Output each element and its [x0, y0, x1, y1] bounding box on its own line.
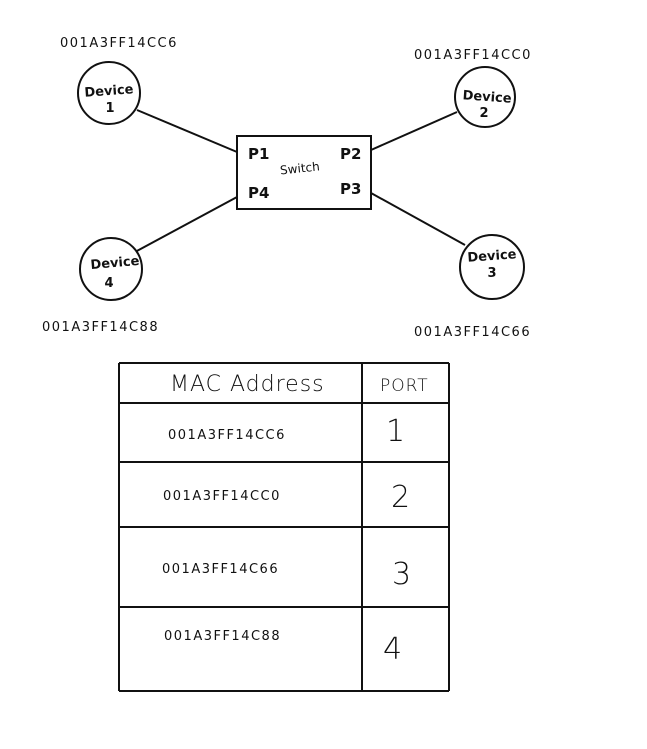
table-row-4-mac: 001A3FF14C88: [164, 629, 281, 644]
device-2-mac: 001A3FF14CC0: [414, 48, 532, 63]
switch-port-p3: P3: [340, 180, 361, 198]
table-row-2-mac: 001A3FF14CC0: [163, 489, 281, 504]
link-device4-p4: [134, 196, 238, 253]
table-header-port: PORT: [380, 376, 429, 396]
device-3-mac: 001A3FF14C66: [414, 325, 531, 340]
device-4-name: Device: [90, 254, 140, 273]
switch-port-p2: P2: [340, 145, 361, 163]
device-4: Device 4: [79, 237, 143, 301]
device-2: Device 2: [454, 66, 516, 128]
switch: P1 P2 P3 P4 Switch: [236, 135, 372, 210]
table-row-2-port: 2: [391, 480, 410, 515]
device-4-number: 4: [104, 276, 113, 291]
table-row-1-mac: 001A3FF14CC6: [168, 428, 286, 443]
device-1-name: Device: [84, 82, 134, 100]
device-1: Device 1: [77, 61, 141, 125]
table-header-mac: MAC Address: [170, 372, 325, 397]
device-1-number: 1: [105, 101, 114, 116]
switch-label: Switch: [279, 159, 320, 177]
device-3-name: Device: [467, 247, 517, 265]
device-4-mac: 001A3FF14C88: [42, 320, 159, 335]
switch-port-p4: P4: [248, 184, 269, 202]
device-3: Device 3: [459, 234, 525, 300]
device-3-number: 3: [487, 266, 496, 281]
link-device1-p1: [136, 109, 238, 153]
device-1-mac: 001A3FF14CC6: [60, 36, 178, 51]
table-row-3-mac: 001A3FF14C66: [162, 562, 279, 577]
link-device2-p2: [370, 111, 458, 151]
table-row-1-port: 1: [386, 414, 405, 449]
device-2-name: Device: [462, 88, 512, 106]
device-2-number: 2: [479, 106, 488, 121]
mac-address-table: MAC Address PORT 001A3FF14CC6 1 001A3FF1…: [118, 362, 450, 692]
switch-port-p1: P1: [248, 145, 269, 163]
table-row-4-port: 4: [383, 632, 402, 667]
link-device3-p3: [370, 192, 466, 246]
table-row-3-port: 3: [392, 557, 411, 592]
